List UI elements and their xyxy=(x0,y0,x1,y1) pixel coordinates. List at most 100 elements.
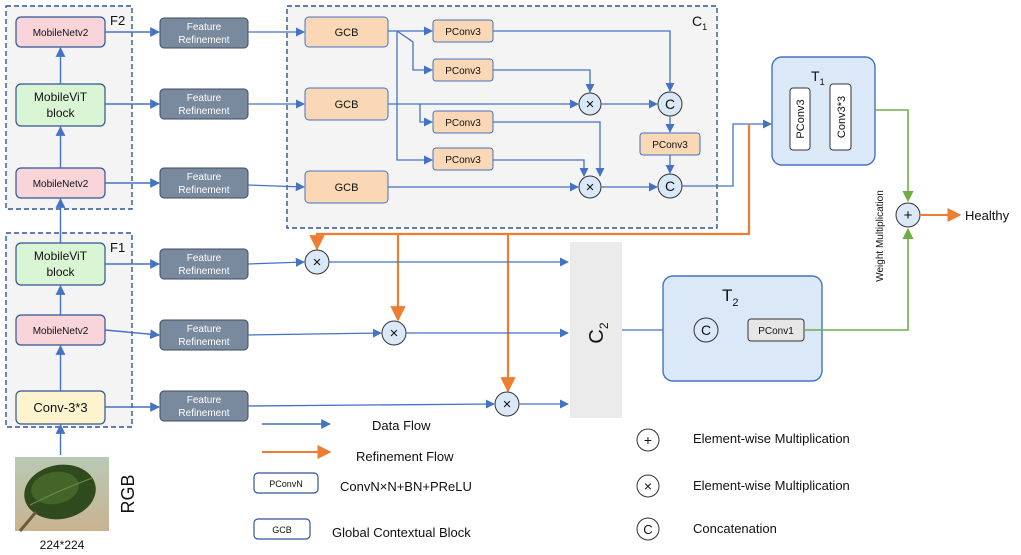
legend-gcb-box xyxy=(253,518,311,540)
svg-text:C: C xyxy=(643,522,652,537)
legend-times-desc: Element-wise Multiplication xyxy=(693,478,850,493)
input-size-label: 224*224 xyxy=(40,538,85,552)
t2-block: T2 C PConv1 xyxy=(662,275,823,382)
gcb-block-3: GCB xyxy=(304,170,389,204)
svg-text:Refinement: Refinement xyxy=(178,408,229,419)
c1-data-flow-arrows xyxy=(247,26,772,192)
pconv3-block-1: PConv3 xyxy=(432,19,494,43)
svg-text:GCB: GCB xyxy=(272,525,292,535)
gcb-block-2: GCB xyxy=(304,87,389,121)
svg-text:×: × xyxy=(503,396,512,413)
legend-pconvn-box xyxy=(253,472,319,494)
mobilenetv2-block-mid: MobileNetv2 xyxy=(15,167,106,199)
legend-plus-desc: Element-wise Multiplication xyxy=(693,431,850,446)
svg-text:PConv3: PConv3 xyxy=(445,155,481,166)
t1-conv3x3: Conv3*3 xyxy=(829,83,852,151)
concat-operator-c1-bottom: C xyxy=(657,173,683,199)
svg-text:PConvN: PConvN xyxy=(269,479,303,489)
feature-refinement-1: Feature Refinement xyxy=(159,17,249,49)
gcb-block-1: GCB xyxy=(304,16,389,48)
feature-refinement-4: Feature Refinement xyxy=(159,248,249,280)
svg-text:Feature: Feature xyxy=(187,253,222,264)
concat-operator-t2: C xyxy=(693,317,719,343)
legend-concat-desc: Concatenation xyxy=(693,521,777,536)
multiply-operator-refine-1: × xyxy=(304,249,330,275)
t1-block: T1 PConv3 Conv3*3 xyxy=(771,56,876,166)
svg-text:×: × xyxy=(390,325,399,342)
svg-text:MobileViT: MobileViT xyxy=(34,90,88,104)
legend-data-flow-label: Data Flow xyxy=(372,418,431,433)
legend-concat-icon xyxy=(636,517,660,541)
svg-text:Feature: Feature xyxy=(187,22,222,33)
rgb-label: RGB xyxy=(118,474,138,513)
svg-text:×: × xyxy=(586,179,595,196)
svg-text:Conv3*3: Conv3*3 xyxy=(836,96,848,138)
svg-text:PConv1: PConv1 xyxy=(758,326,794,337)
svg-text:PConv3: PConv3 xyxy=(445,66,481,77)
multiply-operator-refine-2: × xyxy=(381,320,407,346)
svg-text:PConv3: PConv3 xyxy=(795,99,807,138)
multiply-operator-c1-top: × xyxy=(578,92,602,116)
feature-refinement-2: Feature Refinement xyxy=(159,88,249,120)
svg-text:Refinement: Refinement xyxy=(178,185,229,196)
svg-text:Refinement: Refinement xyxy=(178,337,229,348)
svg-text:Refinement: Refinement xyxy=(178,35,229,46)
t2-pconv1: PConv1 xyxy=(747,318,805,342)
svg-text:×: × xyxy=(313,254,322,271)
svg-text:+: + xyxy=(644,432,652,448)
t1-label: T1 xyxy=(811,68,825,87)
mobilenetv2-block-top: MobileNetv2 xyxy=(15,16,106,48)
multiply-operator-c1-bottom: × xyxy=(578,175,602,199)
concat-operator-c1-top: C xyxy=(657,91,683,117)
feature-refinement-5: Feature Refinement xyxy=(159,319,249,351)
svg-text:Feature: Feature xyxy=(187,324,222,335)
svg-text:GCB: GCB xyxy=(335,27,359,39)
svg-text:PConv3: PConv3 xyxy=(445,27,481,38)
svg-text:block: block xyxy=(46,265,75,279)
pconv3-block-2: PConv3 xyxy=(432,58,494,82)
svg-text:C: C xyxy=(665,178,675,194)
c1-label: C1 xyxy=(692,13,707,32)
t1-pconv3: PConv3 xyxy=(789,87,811,151)
weight-multiplication-label: Weight Multiplication xyxy=(875,190,886,282)
legend: Data Flow Refinement Flow PConvN ConvN×N… xyxy=(253,418,850,541)
conv3x3-block: Conv-3*3 xyxy=(15,390,106,425)
mobilevit-block-bottom: MobileViT block xyxy=(15,242,106,286)
refinement-flow-arrows xyxy=(309,124,751,393)
svg-text:+: + xyxy=(904,207,913,224)
legend-times-icon xyxy=(636,474,660,498)
svg-text:PConv3: PConv3 xyxy=(652,140,688,151)
feature-refinement-3: Feature Refinement xyxy=(159,167,249,199)
feature-refinement-6: Feature Refinement xyxy=(159,390,249,422)
f1-label: F1 xyxy=(110,240,125,255)
legend-refinement-flow-label: Refinement Flow xyxy=(356,449,454,464)
c2-block: C2 xyxy=(570,242,622,418)
weight-flow-arrows xyxy=(804,109,914,331)
svg-text:×: × xyxy=(644,478,652,494)
svg-text:Conv-3*3: Conv-3*3 xyxy=(33,400,87,415)
svg-text:Feature: Feature xyxy=(187,93,222,104)
svg-text:Refinement: Refinement xyxy=(178,266,229,277)
mobilevit-block-top: MobileViT block xyxy=(15,83,106,127)
c2-label: C2 xyxy=(586,322,611,343)
svg-text:Feature: Feature xyxy=(187,172,222,183)
svg-text:MobileViT: MobileViT xyxy=(34,249,88,263)
legend-pconvn-desc: ConvN×N+BN+PReLU xyxy=(340,479,472,494)
svg-text:×: × xyxy=(586,96,595,113)
add-operator-output: + xyxy=(895,202,921,228)
svg-text:MobileNetv2: MobileNetv2 xyxy=(33,28,89,39)
f2-label: F2 xyxy=(110,13,125,28)
legend-gcb-desc: Global Contextual Block xyxy=(332,525,471,540)
svg-text:MobileNetv2: MobileNetv2 xyxy=(33,326,89,337)
svg-text:GCB: GCB xyxy=(335,182,359,194)
output-label: Healthy xyxy=(965,208,1010,223)
svg-text:PConv3: PConv3 xyxy=(445,118,481,129)
multiply-operator-refine-3: × xyxy=(494,391,520,417)
svg-text:Refinement: Refinement xyxy=(178,106,229,117)
leaf-image xyxy=(15,457,109,532)
svg-text:C: C xyxy=(665,96,675,112)
svg-text:block: block xyxy=(46,106,75,120)
t2-label: T2 xyxy=(722,286,739,309)
svg-text:Feature: Feature xyxy=(187,395,222,406)
legend-plus-icon xyxy=(636,428,660,452)
